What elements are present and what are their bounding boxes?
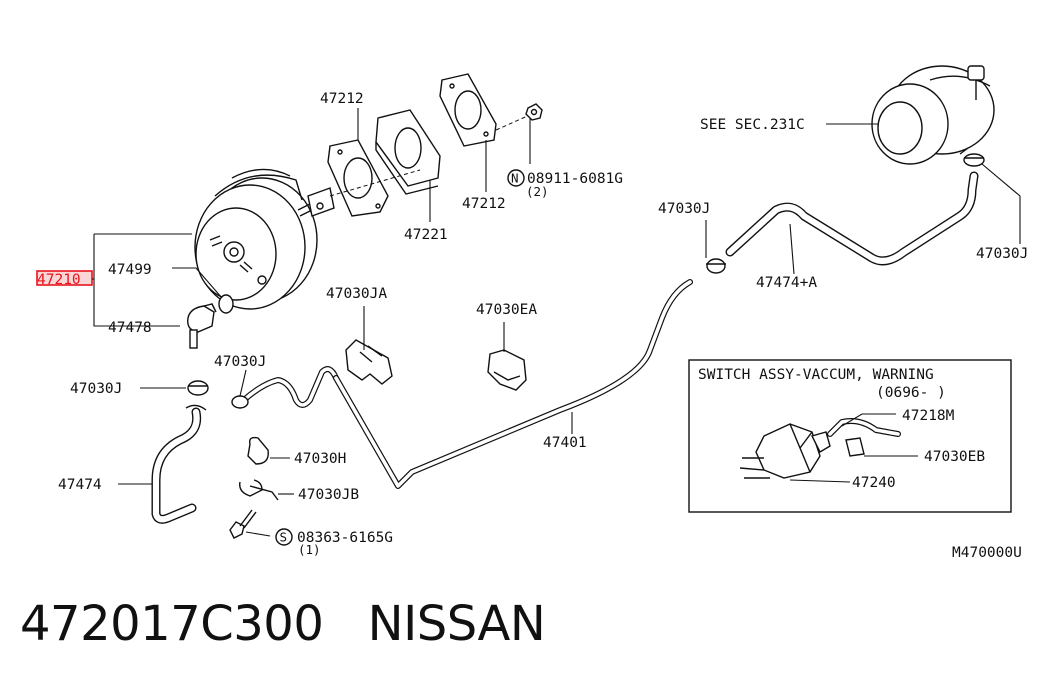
s-symbol-circle xyxy=(275,528,293,546)
label-see-sec-231c: SEE SEC.231C xyxy=(700,117,805,133)
clamp-47030J-mid xyxy=(231,395,249,409)
label-47401: 47401 xyxy=(543,435,587,451)
inset-clip-47030EB xyxy=(845,437,865,457)
gasket-47212-rear xyxy=(439,73,497,147)
check-valve-47478 xyxy=(187,303,217,349)
caption-part-number: 472017C300 xyxy=(20,596,324,652)
label-47212-right: 47212 xyxy=(462,196,506,212)
clamp-47030J-top xyxy=(706,258,726,274)
label-47030J-right: 47030J xyxy=(976,246,1028,262)
vacuum-booster-diagram: 47212 47212 47221 N 08911-6081G (2) 4721… xyxy=(36,65,1028,561)
n-symbol-circle xyxy=(507,169,525,187)
s-symbol: S xyxy=(280,530,288,545)
part-caption: 472017C300 NISSAN xyxy=(20,596,546,652)
clamp-47030J-left xyxy=(187,380,209,396)
clip-47030JB xyxy=(239,479,279,501)
label-47030JB: 47030JB xyxy=(298,487,359,503)
label-47210-highlighted[interactable]: 47210 xyxy=(37,272,81,288)
label-47474A: 47474+A xyxy=(756,275,817,291)
clip-47030EA xyxy=(487,349,527,391)
bolt-08363 xyxy=(229,509,257,539)
label-47030EA: 47030EA xyxy=(476,302,537,318)
label-47474: 47474 xyxy=(58,477,102,493)
clip-47030JA xyxy=(345,339,393,385)
hose-47474A xyxy=(725,171,979,266)
nut-08911 xyxy=(525,103,543,121)
hose-47474 xyxy=(151,404,207,524)
clip-47030H xyxy=(247,436,269,465)
reservoir-231C xyxy=(871,65,995,165)
inset-date-range: (0696- ) xyxy=(876,385,946,401)
alignment-line xyxy=(329,113,533,197)
label-08911-qty: (2) xyxy=(526,184,549,199)
label-47221: 47221 xyxy=(404,227,448,243)
highlight-box-47210 xyxy=(36,270,93,286)
inset-hose-47218M xyxy=(827,418,901,437)
brake-booster xyxy=(194,168,335,310)
label-08911: 08911-6081G xyxy=(527,171,623,187)
inset-title: SWITCH ASSY-VACCUM, WARNING xyxy=(698,367,934,383)
label-47030H: 47030H xyxy=(294,451,346,467)
label-08363-qty: (1) xyxy=(298,542,321,557)
inset-box xyxy=(688,359,1012,513)
o-ring-47499 xyxy=(218,294,234,314)
gasket-47212-front xyxy=(327,139,389,217)
warning-switch-47240 xyxy=(739,423,831,479)
label-47499: 47499 xyxy=(108,262,152,278)
label-47030J-mid: 47030J xyxy=(214,354,266,370)
clamp-47030J-right xyxy=(963,153,985,167)
label-47030J-top: 47030J xyxy=(658,201,710,217)
caption-brand: NISSAN xyxy=(367,596,546,652)
label-47218M: 47218M xyxy=(902,408,955,424)
label-47030J-left: 47030J xyxy=(70,381,122,397)
small-tube xyxy=(241,366,339,408)
label-47212-top: 47212 xyxy=(320,91,364,107)
label-08363: 08363-6165G xyxy=(297,530,393,546)
spacer-47221 xyxy=(375,109,441,195)
vacuum-pipe-47401 xyxy=(333,279,693,489)
label-47030EB: 47030EB xyxy=(924,449,985,465)
n-symbol: N xyxy=(511,171,519,186)
label-47478: 47478 xyxy=(108,320,152,336)
leader-lines xyxy=(92,108,1021,537)
label-47030JA: 47030JA xyxy=(326,286,387,302)
diagram-code: M470000U xyxy=(952,545,1022,561)
label-47240: 47240 xyxy=(852,475,896,491)
